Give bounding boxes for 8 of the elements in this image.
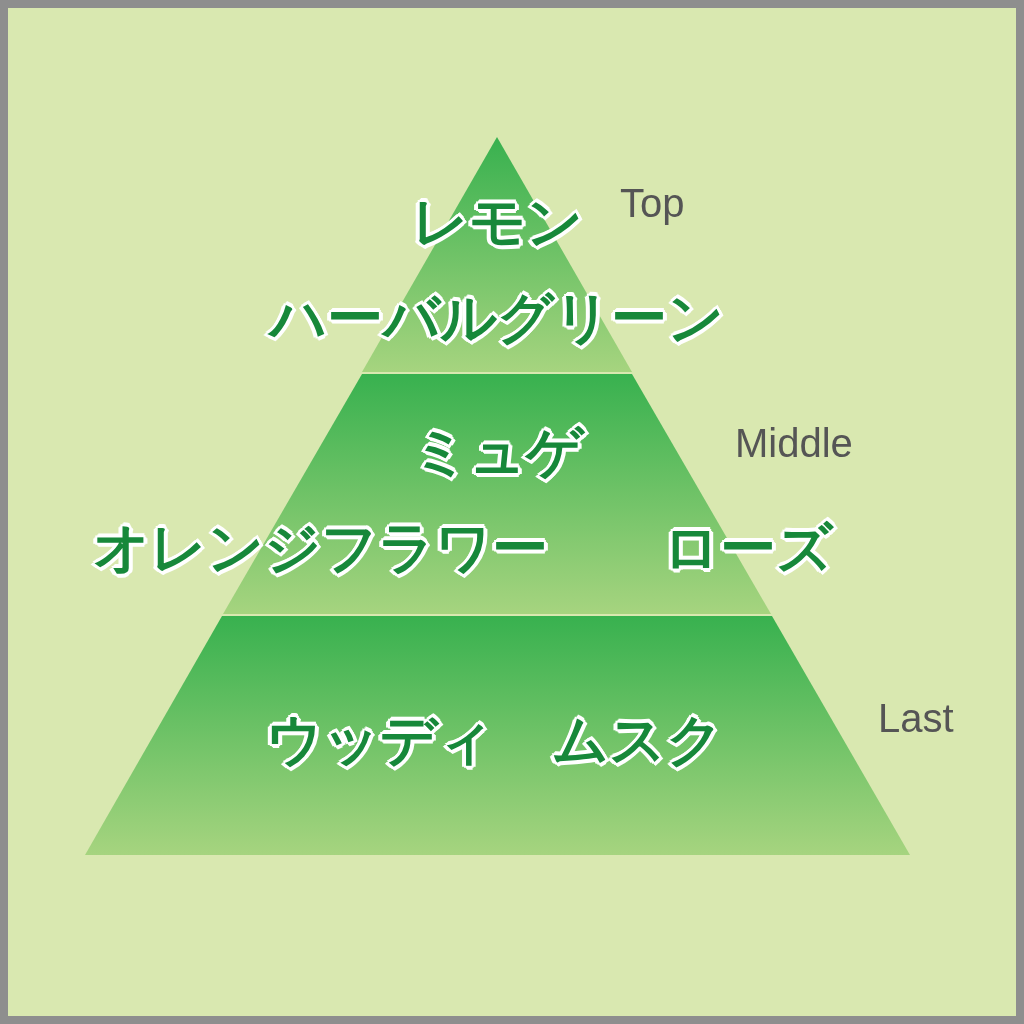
ingredient-label: ミュゲ (411, 420, 583, 484)
tier-label: Middle (735, 420, 853, 466)
tier-label: Top (620, 180, 685, 226)
ingredient-label: ウッディ (266, 708, 494, 772)
ingredient-label: ムスク (551, 708, 723, 772)
ingredient-label: オレンジフラワー (92, 516, 548, 580)
tier-label: Last (878, 695, 954, 741)
ingredient-label: ローズ (663, 516, 833, 580)
